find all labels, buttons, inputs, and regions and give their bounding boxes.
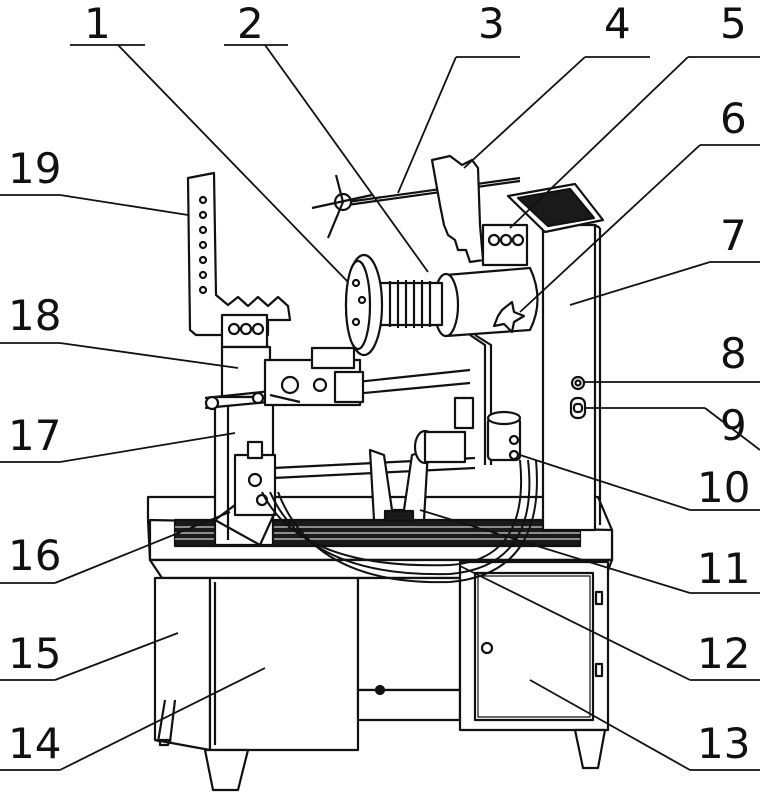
callout-14: 14 [8, 719, 61, 768]
leader-13 [529, 679, 691, 771]
motor-housing [444, 266, 539, 338]
callout-4: 4 [604, 0, 631, 48]
callout-2: 2 [237, 0, 264, 48]
callout-6: 6 [720, 94, 747, 143]
middle-base [356, 688, 462, 722]
callout-16: 16 [8, 531, 61, 580]
leader-11 [419, 509, 691, 594]
left-door [208, 576, 360, 752]
callout-13: 13 [697, 719, 750, 768]
callout-9: 9 [720, 401, 747, 450]
callout-11: 11 [697, 544, 750, 593]
left-cabinet-side [153, 576, 212, 752]
upright-18 [220, 345, 272, 399]
spindle-assembly [263, 154, 539, 465]
callout-labels: 1 2 3 4 5 6 7 8 9 10 11 12 13 14 15 16 1… [8, 0, 750, 768]
leg-left-back [158, 738, 172, 747]
right-column [506, 182, 605, 532]
leg-right-front [573, 728, 607, 770]
callout-5: 5 [720, 0, 747, 48]
upper-notched-bracket [430, 154, 485, 264]
star-knob [492, 300, 526, 334]
leader-12 [459, 565, 691, 681]
bellows [378, 280, 444, 328]
leader-10 [519, 454, 691, 511]
callout-10: 10 [697, 463, 750, 512]
hoses [261, 459, 538, 584]
right-door [473, 571, 595, 722]
bracket-holes [198, 195, 208, 295]
callout-18: 18 [8, 291, 61, 340]
callout-7: 7 [720, 211, 747, 260]
callout-12: 12 [697, 629, 750, 678]
door-lock-icon [480, 641, 494, 655]
center-support [368, 396, 475, 523]
leg-left-front [203, 748, 250, 792]
callout-17: 17 [8, 411, 61, 460]
callout-15: 15 [8, 629, 61, 678]
leader-lines [0, 44, 760, 771]
callout-19: 19 [8, 144, 61, 193]
middle-shelf [356, 576, 462, 692]
callout-1: 1 [84, 0, 111, 48]
callout-3: 3 [478, 0, 505, 48]
callout-8: 8 [720, 329, 747, 378]
hydraulic-cylinder [486, 410, 522, 462]
indicator-lamp [570, 375, 586, 391]
tool-post [263, 346, 365, 407]
